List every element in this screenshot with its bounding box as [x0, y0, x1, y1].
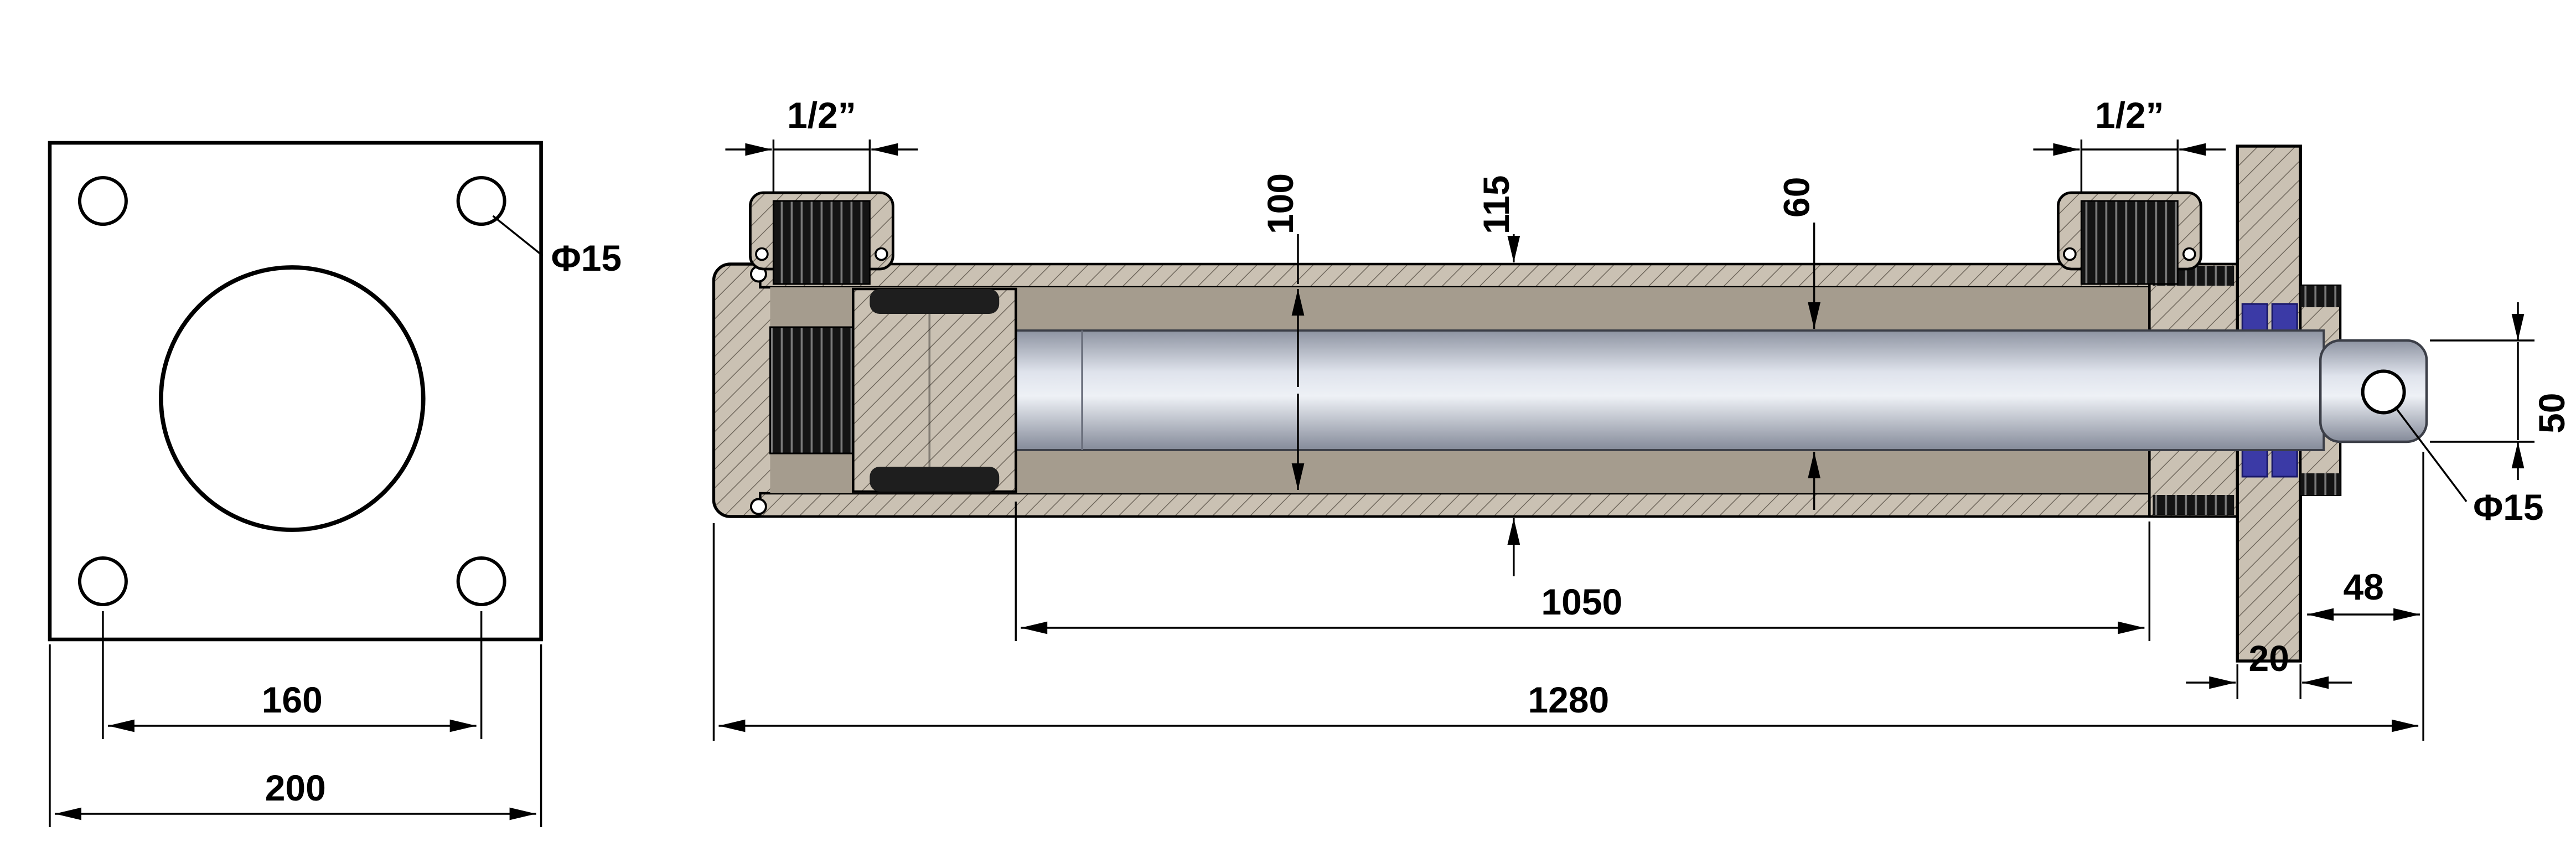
port-left	[749, 191, 894, 285]
weld-dot	[749, 498, 767, 515]
head-thread-bottom	[2153, 495, 2234, 515]
dim-port-left: 1/2”	[725, 95, 918, 193]
dim-stroke-length: 1050	[1015, 502, 2151, 641]
piston	[852, 287, 1017, 493]
dim-tube-outer-diameter: 115	[1476, 175, 1520, 576]
rod-thread-stub	[769, 326, 854, 455]
dim-bore-diameter: 100	[1260, 173, 1305, 490]
tube-outer-diameter-label: 115	[1476, 175, 1517, 234]
barrel-top-wall	[759, 262, 2242, 289]
dim-flange-thickness: 20	[2186, 638, 2352, 699]
dim-bolt-spacing: 160	[102, 611, 483, 739]
bolt-hole-bottom-left	[77, 556, 128, 606]
rod-hole-diameter-label: Φ15	[2473, 487, 2544, 528]
dim-overall-length: 1280	[712, 452, 2424, 741]
rear-cap	[712, 262, 775, 518]
hole-diameter-label: Φ15	[551, 237, 622, 278]
dim-rod-end-diameter: 50	[2430, 302, 2572, 480]
dim-rod-diameter: 60	[1776, 177, 1820, 510]
rod-diameter-label: 60	[1776, 177, 1817, 218]
dim-plate-size: 200	[49, 644, 542, 827]
cylinder-section-view: 1/2” 1/2” 100 115 60	[712, 95, 2572, 741]
bore-diameter-label: 100	[1260, 173, 1301, 234]
piston-seal-bottom	[870, 467, 1000, 492]
bolt-hole-bottom-right	[456, 556, 506, 606]
piston-rod	[1005, 329, 2325, 451]
overall-length-label: 1280	[1528, 679, 1609, 720]
retainer-thread-top	[2300, 286, 2341, 307]
hole-diameter-leader	[492, 215, 544, 257]
bolt-hole-top-left	[77, 176, 128, 226]
bolt-spacing-label: 160	[262, 679, 323, 720]
port-right	[2057, 191, 2202, 285]
bolt-hole-top-right	[456, 176, 506, 226]
rod-end-hole	[2361, 369, 2406, 415]
dim-rod-extension: 48	[2307, 566, 2420, 621]
piston-seal-top	[870, 289, 1000, 314]
retainer-thread-bottom	[2300, 473, 2341, 495]
stroke-length-label: 1050	[1541, 581, 1622, 622]
port-left-label: 1/2”	[787, 95, 856, 136]
flange-front-view: Φ15 160 200	[48, 141, 622, 827]
flange-center-bore	[158, 265, 426, 532]
rod-extension-label: 48	[2343, 566, 2383, 607]
port-right-label: 1/2”	[2095, 95, 2164, 136]
dim-port-right: 1/2”	[2033, 95, 2226, 193]
plate-size-label: 200	[265, 767, 326, 808]
dim-rod-hole-diameter: Φ15	[2394, 406, 2544, 528]
barrel-bottom-wall	[759, 492, 2242, 518]
rod-end-diameter-label: 50	[2531, 393, 2572, 433]
flange-thickness-label: 20	[2249, 638, 2289, 679]
